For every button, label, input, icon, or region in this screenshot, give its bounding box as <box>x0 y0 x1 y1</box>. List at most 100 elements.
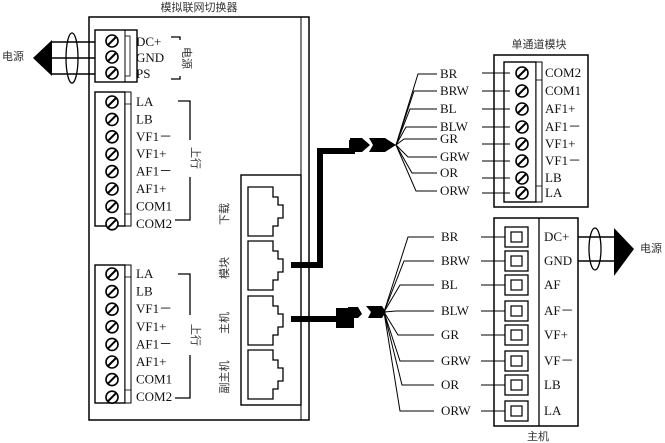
host-wire-label: BRW <box>441 253 471 268</box>
terminal-screw <box>105 267 119 281</box>
terminal-screw <box>515 120 529 134</box>
terminal-screw <box>105 284 119 299</box>
upstream-bracket-1 <box>175 100 191 221</box>
module-fan-wire <box>395 138 437 146</box>
terminal-screw <box>105 216 119 231</box>
host-wire-label: BR <box>441 229 459 244</box>
terminal-screw <box>105 147 119 162</box>
host-fan-wire <box>383 311 434 386</box>
module-pin-label: COM2 <box>545 65 581 80</box>
host-fan-wire <box>383 311 434 336</box>
terminal-screw <box>105 390 119 405</box>
host-terminal <box>504 300 529 322</box>
terminal-screw <box>105 164 119 179</box>
host-fan-wire <box>383 284 434 313</box>
switcher-title: 模拟联网切换器 <box>161 0 238 14</box>
terminal-pin-label: AF1－ <box>136 336 172 351</box>
terminal-pin-label: COM2 <box>136 216 172 231</box>
port-label: 主机 <box>217 312 231 334</box>
module-fan-wire <box>395 126 437 146</box>
host-pin-label: VF+ <box>544 327 568 342</box>
module-wire-label: BR <box>440 66 458 81</box>
module-wire-label: GRW <box>440 149 470 164</box>
terminal-screw <box>515 84 529 98</box>
power-arrow-left <box>33 32 98 84</box>
host-fan-wire <box>383 260 434 313</box>
power-pin: GND <box>136 50 164 65</box>
terminal-screw <box>515 66 529 80</box>
module-wire-label: OR <box>440 165 458 180</box>
rj45-port[interactable] <box>247 186 284 237</box>
power-bracket <box>171 36 181 80</box>
host-pin-label: AF <box>544 277 561 292</box>
terminal-screw <box>105 182 119 196</box>
upstream-group-label-1: 上行 <box>189 147 202 169</box>
module-wire-label: BLW <box>440 119 469 134</box>
rj45-port[interactable] <box>247 295 284 346</box>
terminal-pin-label: LB <box>136 111 153 126</box>
host-terminal <box>504 250 529 272</box>
module-pin-label: LB <box>545 170 562 185</box>
host-pin-label: LB <box>544 377 561 392</box>
module-fan-wire <box>395 144 437 158</box>
terminal-pin-label: LA <box>136 266 154 281</box>
terminal-screw <box>515 137 529 151</box>
host-fan-wire <box>383 310 434 313</box>
terminal-pin-label: VF1+ <box>136 319 166 334</box>
power-label-right: 电源 <box>640 241 662 255</box>
terminal-screw <box>515 171 529 185</box>
module-fan-wire <box>395 73 437 146</box>
power-label-left: 电源 <box>2 49 24 63</box>
host-terminal <box>504 226 529 248</box>
rj45-port[interactable] <box>247 349 284 400</box>
terminal-screw <box>515 102 529 116</box>
port-label: 模块 <box>218 257 231 279</box>
module-wire-label: GR <box>440 131 458 146</box>
terminal-pin-label: LA <box>136 94 154 109</box>
upstream-bracket-2 <box>175 273 191 399</box>
terminal-pin-label: COM1 <box>136 198 172 213</box>
host-pin-label: VF－ <box>544 353 574 368</box>
module-terminal-block <box>503 61 543 203</box>
terminal-pin-label: COM1 <box>136 372 172 387</box>
terminal-screw <box>105 199 119 214</box>
terminal-pin-label: VF1－ <box>136 301 172 316</box>
upstream-group-label-2: 上行 <box>189 324 202 346</box>
terminal-pin-label: LB <box>136 284 153 299</box>
power-pin: DC+ <box>136 34 161 49</box>
module-fan-wire <box>395 90 437 146</box>
module-title: 单通道模块 <box>512 37 567 51</box>
terminal-screw <box>515 186 529 200</box>
upstream-terminal-block-1 <box>94 91 132 231</box>
host-title: 主机 <box>527 429 549 443</box>
upstream-terminal-block-2 <box>94 264 132 405</box>
module-wire-label: ORW <box>440 183 470 198</box>
rj45-port[interactable] <box>247 240 284 291</box>
host-terminal <box>504 350 529 372</box>
module-fan-wire <box>395 144 437 192</box>
module-pin-label: VF1+ <box>545 136 575 151</box>
module-pin-label: LA <box>545 185 563 200</box>
host-terminal <box>504 324 529 346</box>
host-terminal <box>504 274 529 296</box>
host-wire-label: OR <box>441 377 459 392</box>
terminal-pin-label: COM2 <box>136 389 172 404</box>
module-pin-label: VF1－ <box>545 153 581 168</box>
host-pin-label: LA <box>544 403 562 418</box>
terminal-pin-label: VF1－ <box>136 129 172 144</box>
port-label: 副主机 <box>217 361 231 394</box>
module-pin-label: AF1+ <box>545 101 575 116</box>
terminal-pin-label: AF1+ <box>136 354 166 369</box>
host-pin-label: DC+ <box>544 229 569 244</box>
host-fan-wire <box>383 236 434 313</box>
terminal-screw <box>105 372 119 387</box>
terminal-screw <box>105 112 119 127</box>
host-wire-label: BLW <box>441 303 470 318</box>
terminal-pin-label: AF1+ <box>136 181 166 196</box>
host-fan-wire <box>383 311 434 362</box>
terminal-screw <box>105 337 119 352</box>
module-cable <box>291 136 396 268</box>
host-wire-label: BL <box>441 277 458 292</box>
host-pin-label: GND <box>544 253 572 268</box>
